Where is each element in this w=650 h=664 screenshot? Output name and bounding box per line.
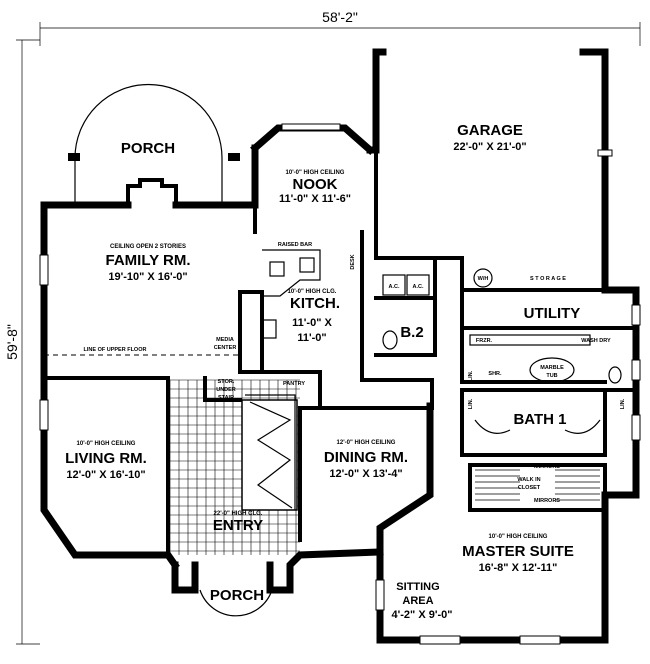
dining-note: 12'-0" HIGH CEILING bbox=[337, 440, 396, 446]
stor-label-1: STOR. bbox=[218, 379, 235, 385]
bath2-name: B.2 bbox=[400, 324, 423, 341]
mirrors-label-2: MIRRORS bbox=[534, 498, 560, 504]
pantry-label: PANTRY bbox=[283, 381, 305, 387]
porch-top-label: PORCH bbox=[121, 140, 175, 157]
media-label-1: MEDIA bbox=[216, 337, 234, 343]
family-size: 19'-10" X 16'-0" bbox=[108, 271, 187, 283]
dining-name: DINING RM. bbox=[324, 449, 408, 466]
garage-name: GARAGE bbox=[457, 122, 523, 139]
living-name: LIVING RM. bbox=[65, 450, 147, 467]
porch-bottom-label: PORCH bbox=[210, 587, 264, 604]
storage-label: S T O R A G E bbox=[530, 276, 566, 282]
bath1-name: BATH 1 bbox=[513, 411, 566, 428]
depth-dimension: 59'-8" bbox=[4, 324, 20, 360]
kitchen-counters bbox=[261, 249, 321, 339]
lin-label-2: LIN. bbox=[468, 398, 474, 409]
living-note: 10'-0" HIGH CEILING bbox=[77, 441, 136, 447]
stor-label-3: STAIR bbox=[218, 395, 234, 401]
media-label-2: CENTER bbox=[214, 345, 237, 351]
nook-size: 11'-0" X 11'-6" bbox=[279, 193, 351, 205]
nook-name: NOOK bbox=[293, 176, 338, 193]
nook-note: 10'-0" HIGH CEILING bbox=[286, 170, 345, 176]
width-dimension: 58'-2" bbox=[322, 9, 358, 25]
ac-label-2: A.C. bbox=[413, 284, 424, 290]
lin-label-3: LIN. bbox=[620, 398, 626, 409]
marble-tub-1: MARBLE bbox=[540, 365, 564, 371]
master-size: 16'-8" X 12'-11" bbox=[479, 562, 558, 574]
frzr-label: FRZR. bbox=[476, 338, 493, 344]
walkin-label-1: WALK IN bbox=[517, 477, 540, 483]
wash-dry-label: WASH DRY bbox=[581, 338, 611, 344]
living-size: 12'-0" X 16'-10" bbox=[66, 469, 145, 481]
master-name: MASTER SUITE bbox=[462, 543, 574, 560]
utility-name: UTILITY bbox=[524, 305, 581, 322]
stor-label-2: UNDER bbox=[216, 387, 236, 393]
kitchen-name: KITCH. bbox=[290, 295, 340, 312]
upper-floor-label: LINE OF UPPER FLOOR bbox=[84, 347, 147, 353]
bath-fixtures bbox=[382, 330, 622, 434]
windows bbox=[39, 123, 641, 645]
master-note: 10'-0" HIGH CEILING bbox=[489, 534, 548, 540]
kitchen-size-2: 11'-0" bbox=[297, 332, 326, 344]
family-name: FAMILY RM. bbox=[105, 252, 190, 269]
sitting-name-1: SITTING bbox=[396, 581, 439, 593]
walkin-label-2: CLOSET bbox=[518, 485, 541, 491]
dining-size: 12'-0" X 13'-4" bbox=[329, 468, 402, 480]
entry-name: ENTRY bbox=[213, 517, 263, 534]
marble-tub-2: TUB bbox=[546, 373, 557, 379]
porch-top-outline bbox=[68, 83, 240, 205]
staircase bbox=[241, 394, 298, 511]
kitchen-size-1: 11'-0" X bbox=[292, 317, 332, 329]
sitting-name-2: AREA bbox=[402, 595, 433, 607]
shr-label: SHR. bbox=[488, 371, 502, 377]
lin-label-1: LIN. bbox=[468, 370, 474, 381]
dimension-lines bbox=[16, 22, 641, 645]
raised-bar-label: RAISED BAR bbox=[278, 242, 312, 248]
porch-bottom-outline bbox=[199, 589, 273, 617]
ac-label-1: A.C. bbox=[389, 284, 400, 290]
garage-size: 22'-0" X 21'-0" bbox=[453, 141, 526, 153]
closet-shelving bbox=[475, 469, 600, 501]
wh-label: W/H bbox=[478, 276, 489, 282]
kitchen-note: 10'-0" HIGH CLG. bbox=[288, 289, 337, 295]
sitting-size: 4'-2" X 9'-0" bbox=[392, 609, 453, 621]
family-note: CEILING OPEN 2 STORIES bbox=[110, 244, 186, 250]
desk-label: DESK bbox=[350, 254, 356, 269]
mirrors-label-1: MIRRORS bbox=[534, 464, 560, 470]
entry-note: 22'-0" HIGH CLG. bbox=[214, 511, 263, 517]
